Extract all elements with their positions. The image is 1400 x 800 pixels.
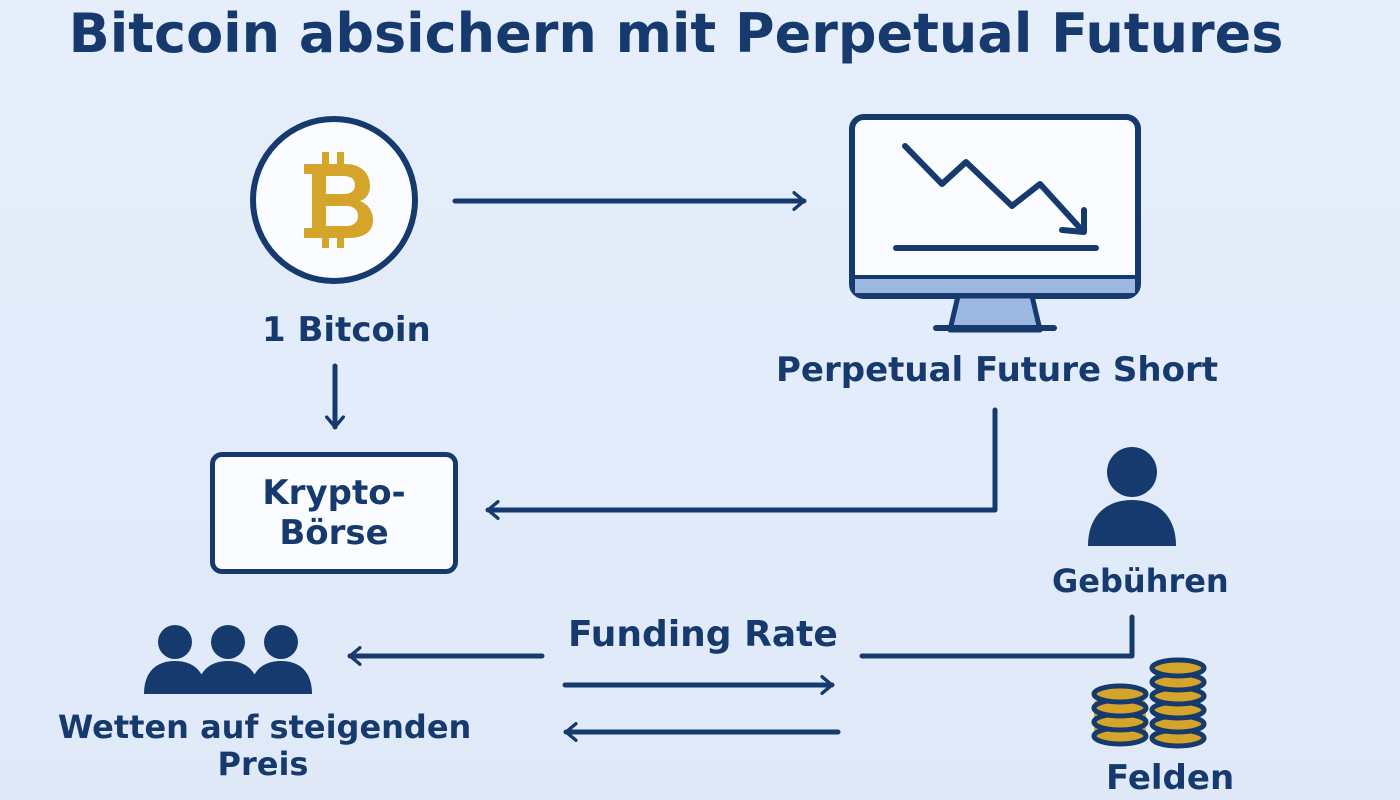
group-icon [144, 625, 312, 694]
exchange-label-line2: Börse [279, 513, 389, 553]
bitcoin-icon [250, 116, 418, 284]
bitcoin-label: 1 Bitcoin [262, 310, 431, 350]
coin-stacks-icon [1091, 657, 1207, 749]
page-title: Bitcoin absichern mit Perpetual Futures [68, 2, 1284, 65]
bettors-label-line2: Preis [217, 744, 309, 783]
bettors-label-line1: Wetten auf steigenden [58, 708, 472, 746]
monitor-down-chart-icon [849, 114, 1141, 333]
exchange-label-line1: Krypto- [262, 472, 406, 513]
bettors-label: Wetten auf steigenden Preis [58, 708, 472, 783]
exchange-box: Krypto- Börse [210, 452, 458, 574]
arrow-perpetual-to-exchange [485, 407, 998, 520]
funding-rate-label: Funding Rate [568, 614, 838, 655]
coins-label: Felden [1106, 758, 1235, 798]
fees-label: Gebühren [1052, 562, 1229, 600]
person-icon [1088, 447, 1176, 546]
connector-fees-funding [859, 614, 1135, 659]
perpetual-label: Perpetual Future Short [776, 350, 1218, 390]
